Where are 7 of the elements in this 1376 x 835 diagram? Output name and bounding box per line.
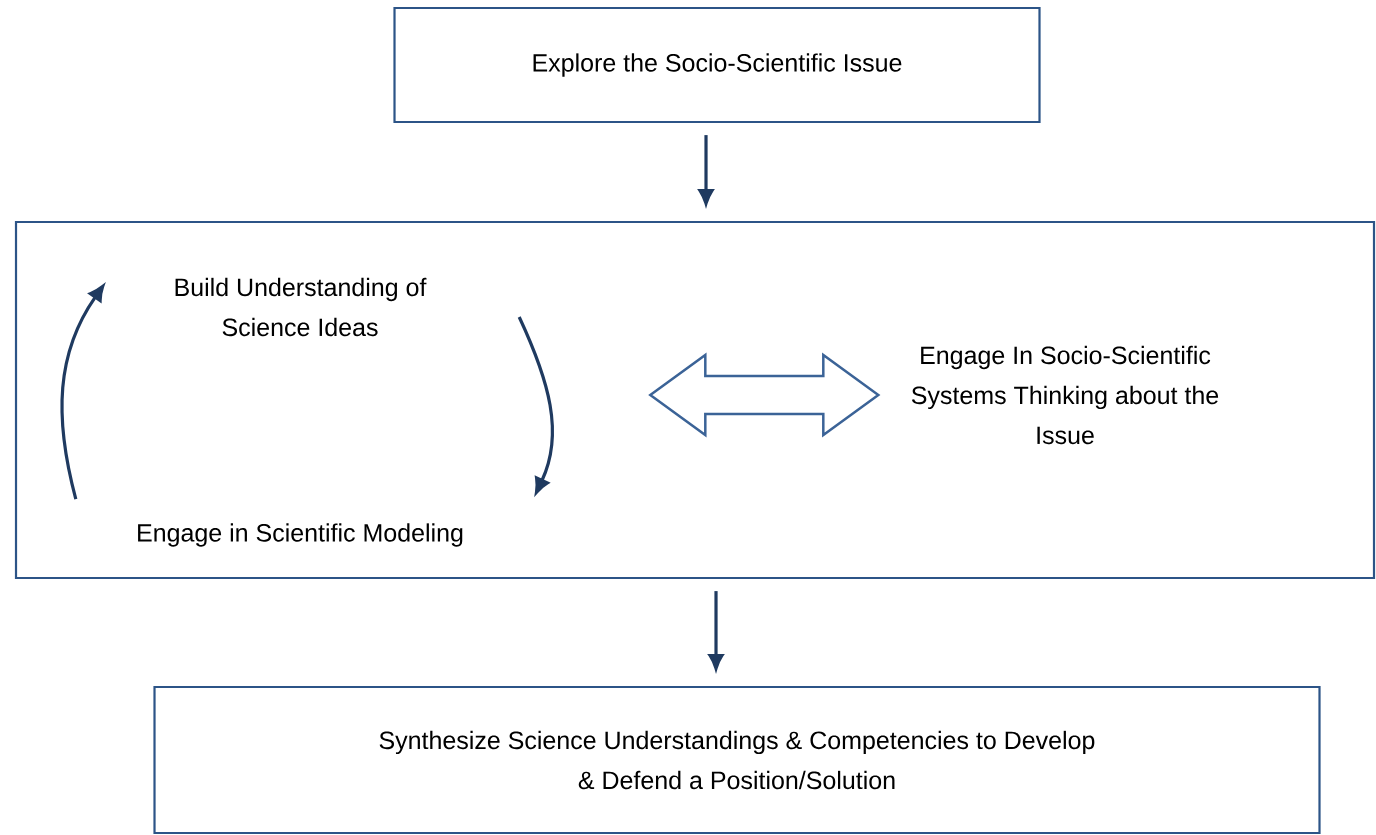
process-box: Synthesize Science Understandings & Competencies to Develop & Defend a Position/Solution xyxy=(153,685,1321,835)
step-text: Build Understanding of Science Ideas xyxy=(175,277,427,337)
process-box: Explore the Socio-Scientific Issue xyxy=(393,6,1041,124)
process-box xyxy=(14,220,1376,580)
step-text: Engage In Socio-Scientific Systems Thinking about the Issue xyxy=(911,345,1219,445)
curved-arrow xyxy=(60,284,105,500)
step-text: Engage in Scientific Modeling xyxy=(138,523,463,547)
